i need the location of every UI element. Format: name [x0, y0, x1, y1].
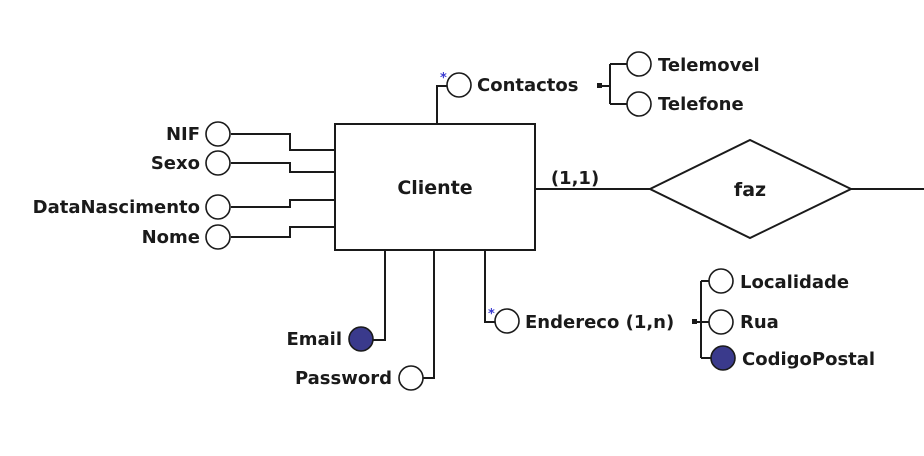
relationship-diamond [647, 138, 854, 240]
attribute-label: Localidade [740, 272, 849, 293]
attribute-nif[interactable]: NIF [166, 121, 231, 147]
attribute-circle [626, 91, 652, 117]
attribute-label: CodigoPostal [742, 349, 875, 370]
entity-box [334, 123, 536, 251]
attribute-label: Nome [142, 227, 200, 248]
attribute-data-nascimento[interactable]: DataNascimento [33, 194, 231, 220]
relationship-faz[interactable]: faz (1,1) [535, 138, 924, 240]
attribute-telefone[interactable]: Telefone [626, 91, 744, 117]
connector-nome [231, 226, 335, 238]
left-attribute-connectors [231, 133, 335, 238]
junction-dot [597, 83, 602, 88]
relationship-cardinality: (1,1) [551, 168, 599, 189]
attribute-circle [205, 150, 231, 176]
attribute-circle [708, 309, 734, 335]
attribute-circle [205, 121, 231, 147]
multiplicity-mark: * [488, 307, 495, 322]
attribute-label: DataNascimento [33, 197, 200, 218]
attribute-endereco[interactable]: * Endereco (1,n) [484, 250, 711, 359]
key-attribute-circle [348, 326, 374, 352]
attribute-circle [398, 365, 424, 391]
connector-password [423, 250, 435, 379]
attribute-label: Telefone [658, 94, 744, 115]
connector-data-nascimento [231, 199, 335, 208]
attribute-nome[interactable]: Nome [142, 224, 231, 250]
attribute-email[interactable]: Email [286, 250, 386, 352]
connector-email [373, 250, 386, 341]
attribute-circle [708, 268, 734, 294]
entity-name: Cliente [397, 177, 472, 199]
attribute-label: NIF [166, 124, 200, 145]
attribute-codigo-postal[interactable]: CodigoPostal [710, 345, 875, 371]
attribute-circle [205, 224, 231, 250]
attribute-circle [626, 51, 652, 77]
attribute-label: Sexo [151, 153, 200, 174]
attribute-rua[interactable]: Rua [708, 309, 779, 335]
connector-endereco [484, 250, 495, 323]
multiplicity-mark: * [440, 71, 447, 86]
attribute-label: Telemovel [658, 55, 760, 76]
connector-nif [231, 133, 335, 151]
connector-contactos [436, 85, 447, 124]
attribute-label: Endereco (1,n) [525, 312, 674, 333]
junction-dot [692, 319, 697, 324]
attribute-contactos[interactable]: * Contactos [436, 63, 627, 124]
attribute-circle [494, 308, 520, 334]
relationship-name: faz [734, 179, 766, 201]
connector-sexo [231, 162, 335, 173]
attribute-circle [205, 194, 231, 220]
attribute-circle [446, 72, 472, 98]
attribute-label: Contactos [477, 75, 579, 96]
attribute-label: Email [286, 329, 342, 350]
attribute-password[interactable]: Password [295, 250, 435, 391]
key-attribute-circle [710, 345, 736, 371]
attribute-sexo[interactable]: Sexo [151, 150, 231, 176]
attribute-telemovel[interactable]: Telemovel [626, 51, 760, 77]
attribute-localidade[interactable]: Localidade [708, 268, 849, 294]
attribute-label: Password [295, 368, 392, 389]
entity-cliente[interactable]: Cliente [334, 123, 536, 251]
attribute-label: Rua [740, 312, 779, 333]
